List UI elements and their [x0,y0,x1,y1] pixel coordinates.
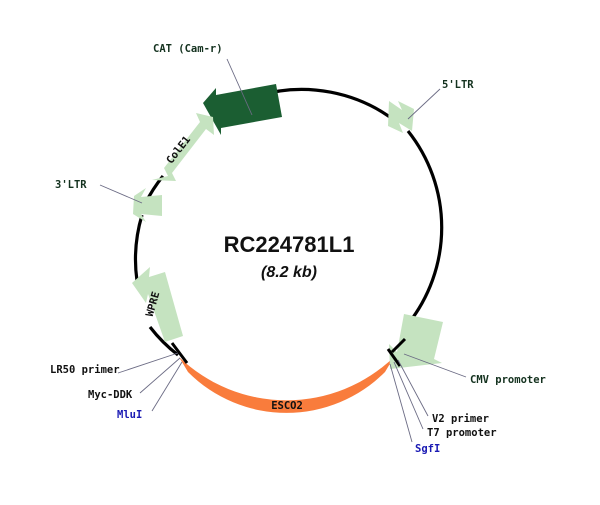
esco2-arc[interactable] [179,357,394,413]
leader-t7-promoter [393,361,424,430]
leader-v2-primer [397,359,429,417]
leader-five-prime-ltr [407,88,441,120]
leader-lr50-primer [117,352,179,374]
label-sgfi: SgfI [415,443,440,455]
leader-cat-cam-r [226,58,253,116]
site-ticks [170,337,407,367]
wpre-arrow[interactable] [132,267,183,342]
feature-esco2[interactable]: ESCO2 [179,357,394,413]
feature-wpre[interactable]: WPRE [132,267,183,342]
feature-three-prime-ltr[interactable] [133,188,162,222]
label-v2-primer: V2 primer [432,413,489,425]
label-lr50-primer: LR50 primer [50,364,120,376]
leader-lines [99,58,467,443]
label-t7-promoter: T7 promoter [427,427,497,439]
plasmid-size: (8.2 kb) [261,264,317,281]
tick-sgfi[interactable] [386,348,402,367]
cat-cam-r-arrow[interactable] [203,84,282,135]
colE1-arrow[interactable] [152,113,214,181]
label-myc-ddk: Myc-DDK [88,389,133,401]
label-three-prime-ltr: 3'LTR [55,179,87,191]
feature-cat-cam-r[interactable] [203,84,282,135]
cmv-promoter-arrow[interactable] [389,314,443,369]
label-cmv-promoter: CMV promoter [470,374,546,386]
three-prime-ltr-arrow[interactable] [133,188,162,222]
label-five-prime-ltr: 5'LTR [442,79,474,91]
tick-mlui[interactable] [170,342,189,364]
five-prime-ltr-arrow[interactable] [388,101,414,133]
feature-colE1[interactable]: ColE1 [152,113,214,181]
label-mlui: MluI [117,409,142,421]
feature-cmv-promoter[interactable] [389,314,443,369]
leader-sgfi [389,363,413,443]
tick-t7-promoter[interactable] [390,337,407,354]
feature-label-esco2: ESCO2 [271,400,303,412]
leader-myc-ddk [139,357,181,394]
leader-three-prime-ltr [99,184,143,204]
label-cat-cam-r: CAT (Cam-r) [153,43,223,55]
plasmid-name: RC224781L1 [224,232,355,257]
feature-five-prime-ltr[interactable] [388,101,414,133]
leader-cmv-promoter [403,353,467,378]
leader-mlui [151,361,183,412]
